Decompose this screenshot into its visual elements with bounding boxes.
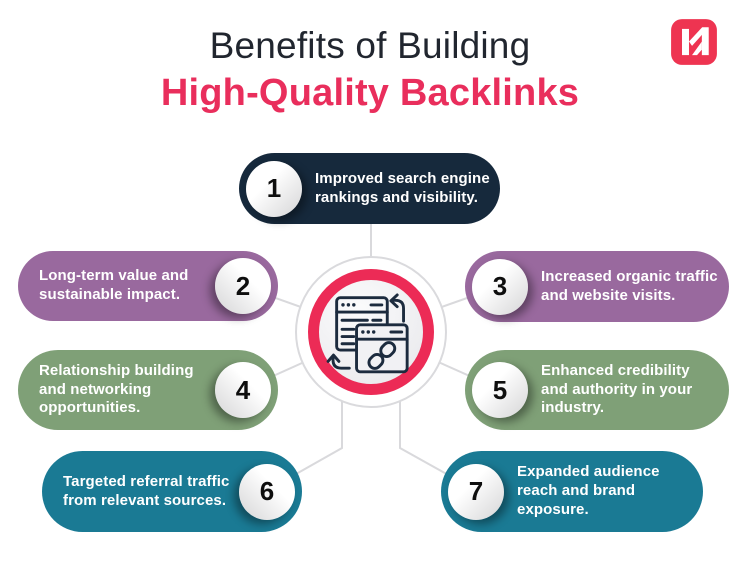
benefit-number-badge: 7 [448, 463, 504, 520]
benefit-pill-6: Targeted referral traffic from relevant … [42, 451, 302, 532]
benefit-number-badge: 4 [215, 362, 271, 418]
benefit-pill-3: 3 Increased organic traffic and website … [465, 251, 729, 322]
center-medallion [295, 256, 447, 408]
page-title-line1: Benefits of Building [209, 25, 531, 66]
benefit-number-badge: 6 [239, 463, 295, 520]
backlinks-icon [326, 293, 409, 374]
benefit-text: Expanded audience reach and brand exposu… [517, 463, 660, 518]
benefit-number-badge: 1 [246, 160, 302, 217]
benefit-text: Relationship building and networking opp… [39, 361, 194, 417]
km-logo-icon [670, 18, 718, 66]
benefit-text: Targeted referral traffic from relevant … [63, 472, 230, 509]
benefit-text: Enhanced credibility and authority in yo… [541, 361, 693, 417]
page-title: Benefits of Building High-Quality Backli… [0, 22, 740, 118]
benefit-number-badge: 2 [215, 258, 271, 314]
benefit-pill-5: 5 Enhanced credibility and authority in … [465, 350, 729, 430]
benefit-number-badge: 3 [472, 258, 528, 315]
benefit-pill-4: Relationship building and networking opp… [18, 350, 278, 430]
benefit-text: Long-term value and sustainable impact. [39, 267, 189, 303]
benefit-text: Improved search engine rankings and visi… [315, 169, 490, 206]
benefit-number-badge: 5 [472, 362, 528, 418]
benefit-text: Increased organic traffic and website vi… [541, 267, 718, 304]
center-medallion-ring [308, 269, 434, 395]
benefit-pill-1: 1 Improved search engine rankings and vi… [239, 153, 500, 224]
page-title-line2: High-Quality Backlinks [160, 72, 580, 115]
benefit-pill-7: 7 Expanded audience reach and brand expo… [441, 451, 703, 532]
benefit-pill-2: Long-term value and sustainable impact. … [18, 251, 278, 321]
